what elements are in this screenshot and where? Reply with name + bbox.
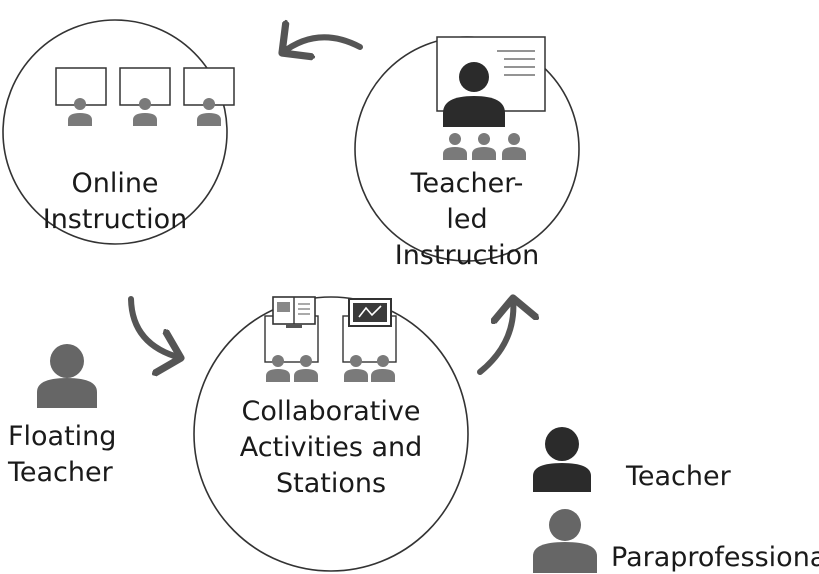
label-line: Teacher-led (410, 168, 524, 235)
legend-teacher-icon (533, 427, 591, 492)
computer-station-3 (183, 67, 235, 126)
label-line: Instruction (42, 204, 188, 235)
label-line: Instruction (394, 240, 540, 271)
floating-teacher-label: Floating Teacher (8, 419, 128, 491)
person-icon (266, 355, 290, 382)
tablet-icon (348, 298, 392, 327)
online-instruction-label: Online Instruction (40, 166, 190, 238)
curved-arrow-icon (282, 37, 363, 53)
computer-station-1 (55, 67, 107, 126)
person-icon (294, 355, 318, 382)
person-icon (371, 355, 395, 382)
person-icon (502, 133, 526, 160)
label-line: Stations (275, 468, 387, 499)
tablet-station (342, 298, 397, 382)
person-icon (197, 98, 221, 126)
curved-arrow-icon (477, 298, 513, 375)
label-line: Activities and (239, 432, 423, 463)
collaborative-stations-circle (193, 296, 469, 572)
person-icon (472, 133, 496, 160)
book-icon (272, 296, 316, 328)
teacher-icon (443, 62, 505, 127)
floating-teacher-icon (37, 344, 97, 408)
person-icon (344, 355, 368, 382)
curved-arrow-icon (128, 296, 181, 358)
label-line: Floating (8, 421, 117, 452)
label-line: Online (71, 168, 159, 199)
computer-station-2 (119, 67, 171, 126)
student-group (443, 133, 526, 160)
legend-teacher-label: Teacher (626, 461, 731, 492)
legend-paraprofessional-icon (533, 509, 597, 573)
label-line: Collaborative (241, 396, 421, 427)
person-icon (133, 98, 157, 126)
label-line: Teacher (8, 457, 113, 488)
book-station (264, 296, 319, 382)
teacher-led-instruction-label: Teacher-led Instruction (392, 166, 542, 274)
collaborative-stations-label: Collaborative Activities and Stations (236, 394, 426, 502)
legend-paraprofessional-label: Paraprofessional (611, 542, 819, 573)
person-icon (443, 133, 467, 160)
person-icon (68, 98, 92, 126)
